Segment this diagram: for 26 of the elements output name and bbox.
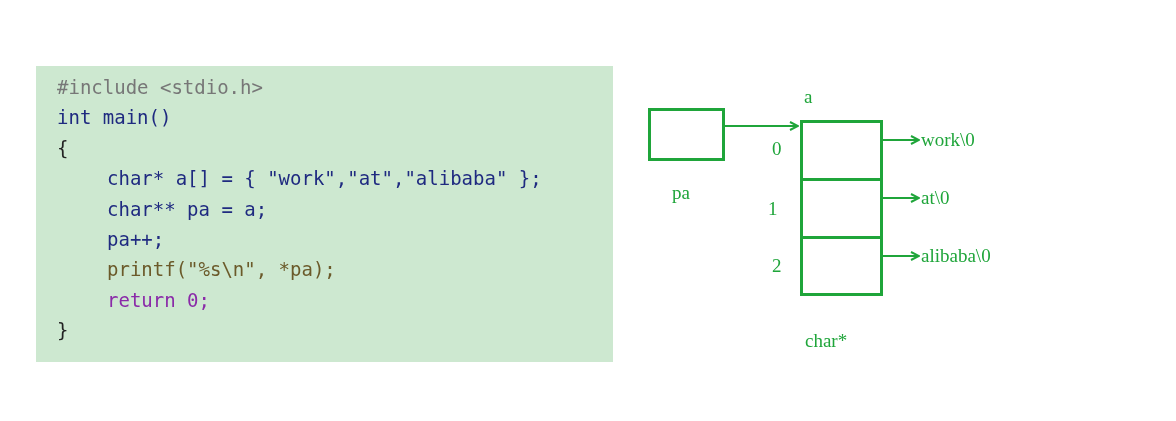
code-line: char** pa = a; <box>107 197 268 221</box>
array-label: char* <box>805 330 848 352</box>
code-line: return 0; <box>107 288 210 312</box>
array-label: a <box>804 86 813 108</box>
pointer-box <box>648 108 725 161</box>
code-line: char* a[] = { "work","at","alibaba" }; <box>107 166 542 190</box>
arrow <box>882 193 920 203</box>
string-text: alibaba\0 <box>921 245 991 267</box>
string-text: work\0 <box>921 129 975 151</box>
string-text: at\0 <box>921 187 950 209</box>
arrow <box>882 135 920 145</box>
arrow <box>882 251 920 261</box>
array-cell <box>800 236 883 296</box>
code-line: } <box>57 318 69 342</box>
index-number: 2 <box>772 255 782 277</box>
arrow <box>724 121 799 131</box>
code-line: { <box>57 136 69 160</box>
variable-name: pa <box>672 182 690 204</box>
code-line: int main() <box>57 105 172 129</box>
index-number: 0 <box>772 138 782 160</box>
code-line: pa++; <box>107 227 165 251</box>
code-line: printf("%s\n", *pa); <box>107 257 336 281</box>
code-line: #include <stdio.h> <box>57 75 263 99</box>
array-cell <box>800 120 883 181</box>
array-cell <box>800 178 883 239</box>
index-number: 1 <box>768 198 778 220</box>
